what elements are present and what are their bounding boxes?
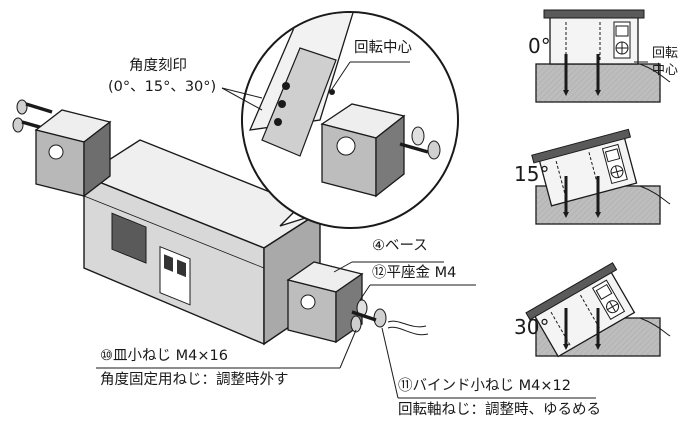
angle-views [525, 9, 671, 358]
base-label: ④ベース [372, 238, 428, 254]
right-rotation-center-line2: 中心 [652, 63, 679, 78]
screw-icon [351, 308, 387, 328]
screw-icon [399, 140, 441, 160]
screw-icon [350, 315, 362, 333]
washer-icon [411, 126, 425, 146]
sensor-bracket-icon [34, 109, 112, 198]
exploded-bracket-left [12, 99, 112, 198]
right-rotation-center-line1: 回転 [652, 46, 679, 61]
sensor-bracket-icon [525, 262, 636, 358]
flat-screw-label: ⑩皿小ねじ M4×16 [100, 348, 228, 364]
binding-screw-label: ⑪バインド小ねじ M4×12 [398, 378, 571, 394]
flat-screw-note: 角度固定用ねじ：調整時外す [100, 372, 289, 388]
screw-icon [16, 99, 53, 115]
exploded-bracket-right [96, 261, 596, 399]
sensor-bracket-icon [543, 9, 645, 65]
angle-view-30 [525, 262, 671, 358]
angle-mark-values: (0°、15°、30°) [108, 79, 217, 95]
angle-mark-title: 角度刻印 [129, 58, 187, 74]
angle-view-15 [531, 128, 671, 225]
rotation-center-label: 回転中心 [354, 40, 412, 56]
flat-washer-label: ⑫平座金 M4 [372, 265, 457, 281]
angle-label-15: 15° [514, 162, 550, 186]
angle-view-0 [535, 9, 671, 103]
detail-callout [221, 11, 459, 229]
sensor-bracket-icon [531, 128, 638, 207]
angle-label-30: 30° [514, 315, 550, 339]
angle-label-0: 0° [528, 34, 551, 58]
binding-screw-note: 回転軸ねじ：調整時、ゆるめる [398, 402, 601, 418]
